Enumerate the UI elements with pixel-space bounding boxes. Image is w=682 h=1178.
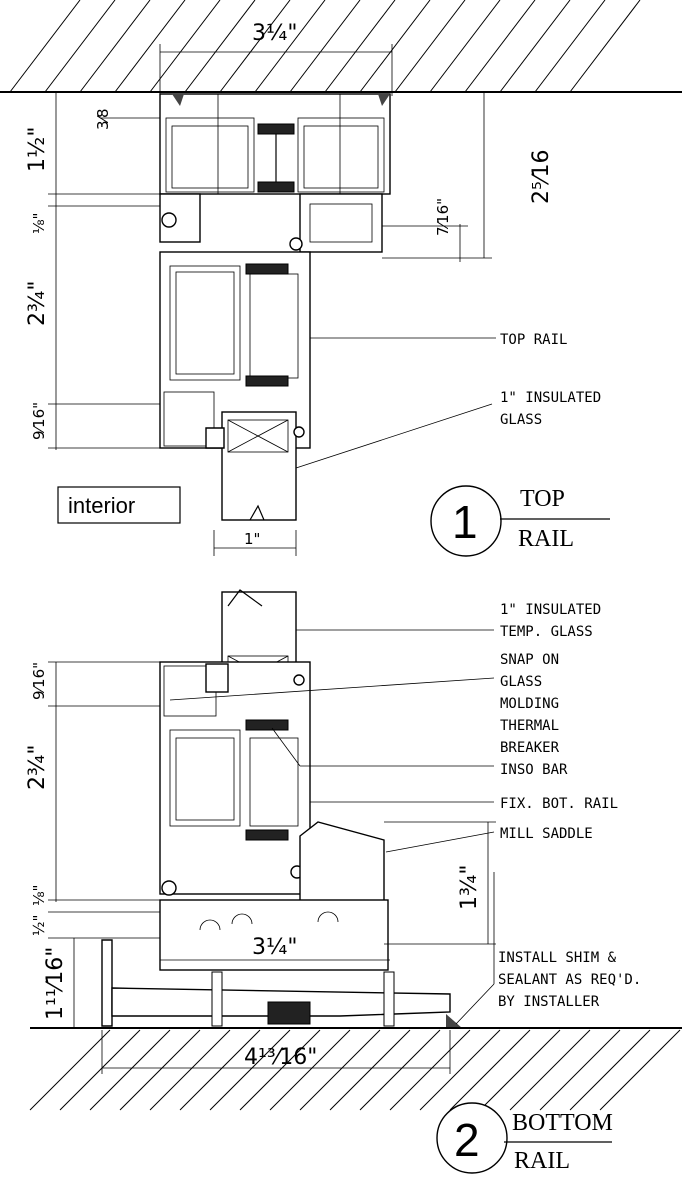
ceiling-hatch — [0, 0, 682, 93]
detail-2-title: 2 BOTTOM RAIL — [436, 1102, 613, 1174]
dim-gap: 7⁄16" — [434, 198, 452, 236]
note-insulated-glass-2: GLASS — [500, 412, 542, 428]
note-insulated-glass-1: 1" INSULATED — [500, 390, 601, 406]
note-2-saddle: MILL SADDLE — [500, 826, 593, 842]
note-2-shim-3: BY INSTALLER — [498, 994, 600, 1010]
note-2-thermal-3: INSO BAR — [500, 762, 568, 778]
note-2-glass-2: TEMP. GLASS — [500, 624, 593, 640]
detail-2-profile — [101, 589, 462, 1028]
note-2-thermal-2: BREAKER — [500, 740, 560, 756]
dim-2-sill-height: 9⁄16" — [30, 662, 48, 700]
detail-2-number: 2 — [454, 1114, 480, 1166]
note-2-shim-2: SEALANT AS REQ'D. — [498, 972, 641, 988]
dim-overall-height: 2⁵⁄16 — [529, 150, 554, 204]
detail-1-title-top: TOP — [520, 486, 565, 512]
dim-2-base-height: 1¹¹⁄16" — [43, 947, 68, 1020]
dim-2-saddle-height: 1¾" — [457, 865, 482, 910]
dim-2-width: 3¼" — [252, 935, 297, 960]
detail-1-profile — [159, 93, 391, 521]
note-2-molding-2: GLASS — [500, 674, 542, 690]
dim-small-gap: ⅛" — [30, 213, 48, 234]
note-2-molding-1: SNAP ON — [500, 652, 559, 668]
detail-1-notes: TOP RAIL 1" INSULATED GLASS — [295, 332, 601, 469]
note-2-shim-1: INSTALL SHIM & — [498, 950, 617, 966]
dim-offset-top: 3⁄8 — [94, 108, 112, 130]
detail-2-dimensions: 9⁄16" 2¾" ⅛" ½" 1¾" 1¹¹⁄16" 3¼" 4¹³⁄16" — [25, 661, 496, 1074]
detail-1-number: 1 — [452, 496, 478, 548]
note-2-thermal-1: THERMAL — [500, 718, 559, 734]
dim-2-rail-height: 2¾" — [25, 745, 50, 790]
note-2-bot-rail: FIX. BOT. RAIL — [500, 796, 618, 812]
dim-2-half: ½" — [30, 915, 48, 936]
note-2-molding-3: MOLDING — [500, 696, 559, 712]
dim-head-height: 1½" — [25, 127, 50, 172]
detail-1-title-bottom: RAIL — [518, 526, 574, 552]
dim-top-width: 3¼" — [252, 21, 297, 46]
note-2-glass-1: 1" INSULATED — [500, 602, 601, 618]
floor-hatch — [29, 1027, 682, 1111]
detail-2-title-top: BOTTOM — [512, 1110, 613, 1136]
detail-1-title: 1 TOP RAIL — [430, 485, 610, 557]
detail-2-notes: 1" INSULATED TEMP. GLASS SNAP ON GLASS M… — [169, 602, 641, 1025]
dim-sill-height: 9⁄16" — [30, 402, 48, 440]
dim-rail-height: 2¾" — [25, 281, 50, 326]
detail-1-dimensions: 3¼" 3⁄8 1½" 2⁵⁄16 7⁄16" ⅛" 2¾" 9⁄16" 1" — [25, 21, 554, 556]
interior-label: interior — [68, 493, 135, 518]
dim-glass-thickness: 1" — [244, 530, 260, 548]
interior-tag: interior — [57, 486, 181, 524]
detail-2-title-bottom: RAIL — [514, 1148, 570, 1174]
dim-2-overall-width: 4¹³⁄16" — [244, 1045, 317, 1070]
dim-2-small-gap: ⅛" — [30, 885, 48, 906]
note-top-rail: TOP RAIL — [500, 332, 567, 348]
